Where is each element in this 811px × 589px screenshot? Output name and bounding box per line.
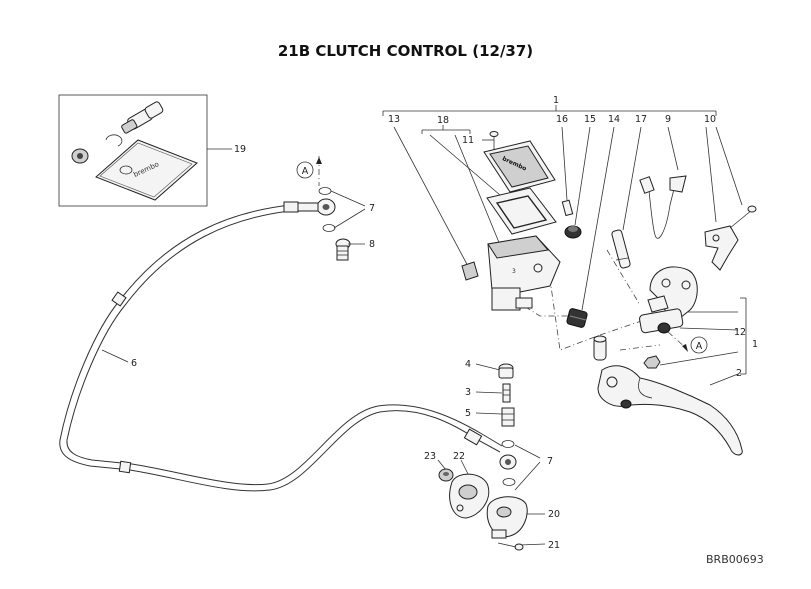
- label-1-top: 1: [553, 95, 559, 106]
- label-21: 21: [548, 540, 560, 551]
- label-7-top: 7: [369, 203, 375, 214]
- part-16-bleed-screw[interactable]: [561, 199, 574, 217]
- part-15-dust-cap[interactable]: [564, 225, 582, 239]
- marker-a-top: A: [302, 166, 309, 177]
- label-14: 14: [608, 114, 620, 125]
- marker-a-bottom: A: [696, 341, 703, 352]
- label-17: 17: [635, 114, 647, 125]
- part-18-diaphragm[interactable]: [486, 187, 557, 235]
- label-9: 9: [665, 114, 671, 125]
- part-number-labels: 1 13 18 11 16 15 14 17 9 10 19 7 8 6 12 …: [131, 95, 758, 551]
- label-15: 15: [584, 114, 596, 125]
- label-8: 8: [369, 239, 375, 250]
- part-22-slave-piston-cover[interactable]: [449, 473, 490, 519]
- part-4-bleed-cap[interactable]: [498, 363, 514, 379]
- part-14-boot[interactable]: [566, 308, 588, 328]
- label-22: 22: [453, 451, 465, 462]
- part-13-sight-glass[interactable]: [461, 261, 479, 281]
- label-23: 23: [424, 451, 436, 462]
- label-12: 12: [734, 327, 746, 338]
- master-cylinder-body[interactable]: 3: [487, 235, 561, 311]
- assembly-axis-lines: A: [513, 249, 708, 354]
- lever-bracket[interactable]: [639, 266, 698, 334]
- assembly-1-top-bracket: [382, 105, 717, 134]
- diagram-title: 21B CLUTCH CONTROL (12/37): [277, 42, 534, 60]
- label-18: 18: [437, 115, 449, 126]
- reservoir-cover[interactable]: brembo: [483, 140, 556, 193]
- part-6-hydraulic-hose[interactable]: [59, 201, 503, 492]
- part-19-repair-kit[interactable]: brembo: [58, 94, 232, 207]
- part-10-clamp-and-bolt[interactable]: [704, 205, 757, 271]
- label-1-right: 1: [752, 339, 758, 350]
- part-8-banjo-bolt[interactable]: [335, 238, 365, 261]
- part-3-bleed-valve[interactable]: [502, 383, 511, 403]
- label-2: 2: [736, 368, 742, 379]
- part-5-fitting[interactable]: [501, 407, 515, 427]
- label-3: 3: [465, 387, 471, 398]
- adjuster-sleeve[interactable]: [593, 335, 607, 361]
- label-16: 16: [556, 114, 568, 125]
- upper-banjo-fitting[interactable]: A: [296, 156, 366, 232]
- label-7-bottom: 7: [547, 456, 553, 467]
- label-4: 4: [465, 359, 471, 370]
- part-23-washer[interactable]: [438, 468, 454, 482]
- part-9-clutch-switch[interactable]: [639, 175, 687, 239]
- pivot-nut[interactable]: [643, 355, 661, 369]
- lower-banjo-fitting[interactable]: [499, 440, 517, 486]
- label-13: 13: [388, 114, 400, 125]
- drawing-code: BRB00693: [706, 553, 764, 566]
- part-20-slave-cylinder[interactable]: [486, 496, 528, 539]
- label-20: 20: [548, 509, 560, 520]
- part-17-pushrod[interactable]: [611, 229, 631, 269]
- svg-text:3: 3: [512, 268, 516, 275]
- label-6: 6: [131, 358, 137, 369]
- label-19: 19: [234, 144, 246, 155]
- part-2-clutch-lever[interactable]: [597, 365, 743, 456]
- label-5: 5: [465, 408, 471, 419]
- part-11-cover-screw[interactable]: [489, 131, 499, 151]
- label-11: 11: [462, 135, 474, 146]
- leader-lines: [393, 126, 747, 546]
- label-10: 10: [704, 114, 716, 125]
- part-21-screw[interactable]: [497, 542, 524, 551]
